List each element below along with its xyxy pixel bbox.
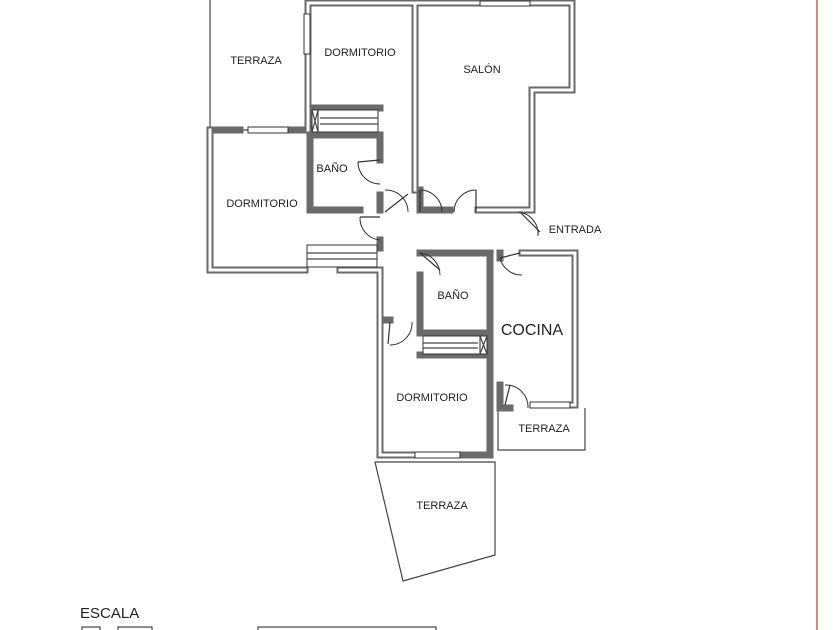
window-kitchen-s: [529, 401, 571, 409]
window-n-top: [479, 0, 531, 7]
label-bano-n: BAÑO: [316, 162, 348, 175]
closet-s: [422, 335, 488, 355]
label-bano-s: BAÑO: [437, 289, 469, 302]
label-dormitorio-n: DORMITORIO: [324, 47, 396, 59]
scale-box-3: [257, 626, 437, 630]
label-terraza-nw: TERRAZA: [230, 55, 282, 67]
label-dormitorio-w: DORMITORIO: [226, 198, 298, 210]
closet-n: [311, 109, 379, 133]
scale-box-1: [81, 626, 101, 630]
label-salon: SALÓN: [463, 63, 500, 76]
window-terrace-nw: [247, 126, 289, 134]
windows: [247, 0, 571, 459]
walls: [206, 0, 579, 459]
scale-bar: ESCALA: [80, 605, 437, 630]
walls-core: [208, 1, 577, 457]
label-dormitorio-s: DORMITORIO: [396, 392, 468, 404]
label-cocina: COCINA: [501, 322, 564, 339]
closet-w: [306, 244, 378, 268]
label-entrada: ENTRADA: [549, 224, 602, 236]
room-labels: TERRAZA DORMITORIO SALÓN BAÑO DORMITORIO…: [226, 47, 602, 512]
scale-box-2: [117, 626, 153, 630]
window-vertical-nw: [303, 13, 311, 55]
label-terraza-e: TERRAZA: [518, 423, 570, 435]
label-terraza-s: TERRAZA: [416, 500, 468, 512]
doors: [357, 159, 541, 409]
window-dorm-s: [414, 451, 461, 459]
closets: [306, 109, 488, 355]
scale-label: ESCALA: [80, 605, 139, 622]
